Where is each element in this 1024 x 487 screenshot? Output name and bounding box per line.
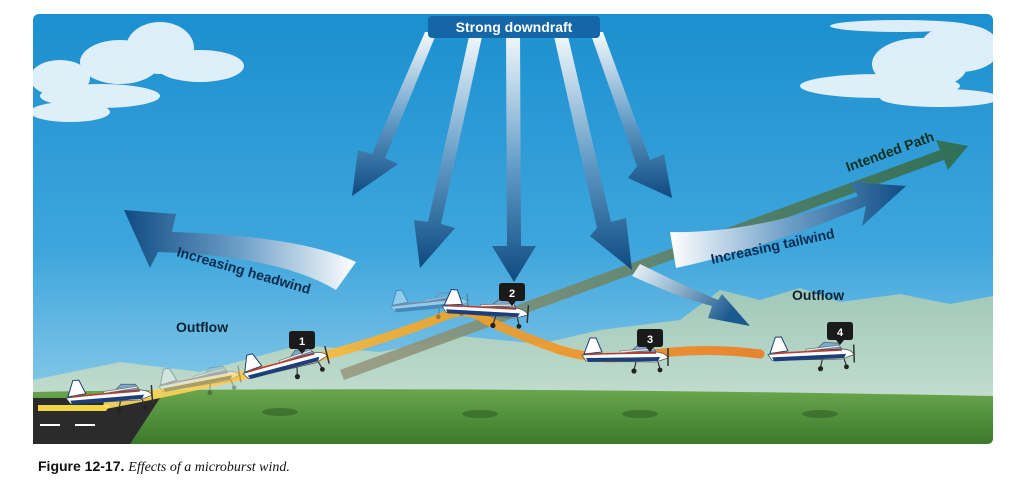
position-badges: 1 2 3 4 bbox=[289, 283, 853, 354]
figure-caption-text: Effects of a microburst wind. bbox=[128, 460, 290, 475]
runway-marking bbox=[38, 405, 110, 411]
figure-number: Figure 12-17. bbox=[38, 458, 125, 474]
ground bbox=[33, 389, 993, 444]
outflow-right-label: Outflow bbox=[792, 287, 844, 303]
downdraft-label-box bbox=[428, 16, 600, 38]
figure-caption: Figure 12-17. Effects of a microburst wi… bbox=[38, 458, 290, 476]
downdraft-label: Strong downdraft bbox=[456, 19, 573, 35]
badge-4: 4 bbox=[837, 327, 844, 339]
clouds bbox=[30, 20, 1000, 122]
downdraft-arrows bbox=[352, 32, 672, 282]
plane-shadows bbox=[262, 408, 838, 418]
outflow-arrow bbox=[632, 264, 750, 326]
headwind-arrow bbox=[124, 210, 356, 290]
tailwind-arrow bbox=[670, 182, 906, 268]
intended-path-arrow bbox=[340, 140, 968, 380]
outflow-left-label: Outflow bbox=[176, 319, 228, 335]
badge-1: 1 bbox=[299, 336, 305, 348]
badge-2: 2 bbox=[509, 288, 515, 300]
badge-3: 3 bbox=[647, 334, 653, 346]
